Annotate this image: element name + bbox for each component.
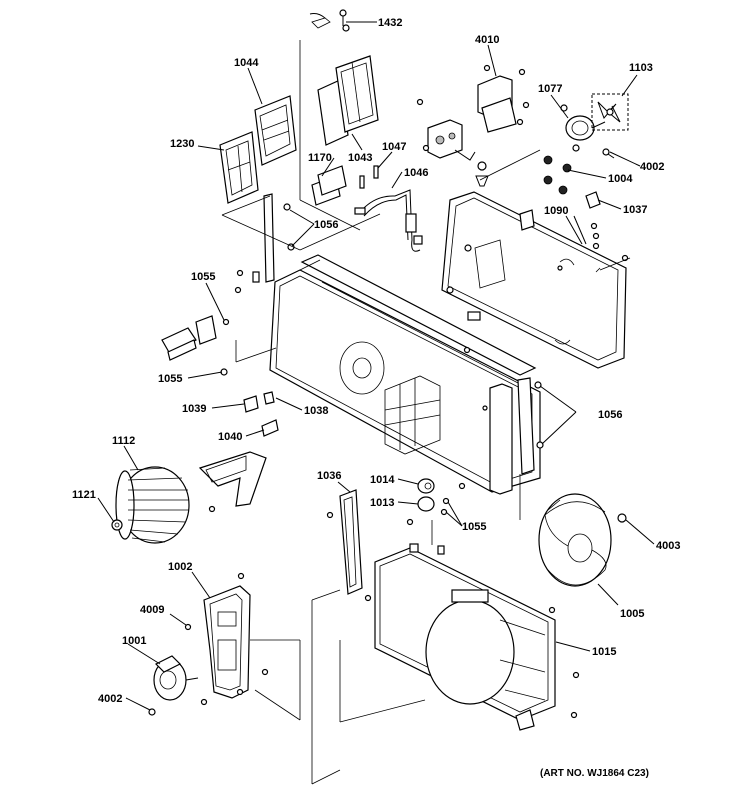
small-parts-1047	[359, 165, 379, 189]
bracket-1055-upper	[161, 269, 260, 361]
callout-1047: 1047	[382, 141, 406, 153]
callout-labels: 1432 4010 1103 1044 1077 1230 1047 1170 …	[72, 17, 680, 779]
callout-1004: 1004	[608, 173, 633, 185]
leader-lines	[97, 21, 655, 785]
callout-4010: 4010	[475, 34, 499, 46]
callout-1001: 1001	[122, 635, 146, 647]
clip-1037	[585, 191, 601, 209]
callout-1046: 1046	[404, 167, 428, 179]
divider-strip-1056	[263, 193, 295, 283]
bushings-1004	[543, 155, 572, 195]
callout-1230: 1230	[170, 138, 194, 150]
condenser-fan-1005	[538, 493, 612, 587]
callout-1056-upper: 1056	[314, 219, 338, 231]
clips-1039-1038	[243, 391, 275, 413]
callout-4002-bottom: 4002	[98, 693, 122, 705]
callout-1103: 1103	[629, 62, 653, 74]
callout-1432: 1432	[378, 17, 402, 29]
side-rail-1056	[517, 377, 544, 475]
air-filter-1043	[317, 55, 379, 146]
callout-1015: 1015	[592, 646, 616, 658]
callout-1044: 1044	[234, 57, 259, 69]
callout-1039: 1039	[182, 403, 206, 415]
callout-1040: 1040	[218, 431, 242, 443]
spacer-1013	[417, 496, 435, 512]
callout-1055-lower: 1055	[462, 521, 486, 533]
capillary-tube-1046	[354, 189, 423, 252]
callout-4003: 4003	[656, 540, 680, 552]
callout-1043: 1043	[348, 152, 372, 164]
fan-nut-4003	[617, 513, 627, 523]
callout-1077: 1077	[538, 83, 562, 95]
screw-4002-bottom	[148, 708, 156, 716]
callout-1090: 1090	[544, 205, 568, 217]
callout-1014: 1014	[370, 474, 395, 486]
shroud-1015	[364, 543, 580, 731]
art-number: (ART NO. WJ1864 C23)	[540, 768, 649, 779]
control-module-4010	[477, 64, 530, 133]
screws-1055-lower	[406, 482, 466, 526]
callout-4002-top: 4002	[640, 161, 664, 173]
top-screw-1432	[309, 9, 350, 32]
callout-1038: 1038	[304, 405, 328, 417]
clip-1040	[261, 419, 279, 437]
callout-1170: 1170	[308, 152, 332, 164]
callout-1002: 1002	[168, 561, 192, 573]
callout-1037: 1037	[623, 204, 647, 216]
callout-1005: 1005	[620, 608, 644, 620]
callout-1013: 1013	[370, 497, 394, 509]
thermostat-assembly	[416, 98, 489, 187]
grille-panel-1044	[254, 95, 297, 166]
screw-4002-top	[602, 148, 615, 159]
fan-blade-1103	[591, 93, 629, 131]
callout-1036: 1036	[317, 470, 341, 482]
callout-1055-left: 1055	[158, 373, 182, 385]
damper-1170	[311, 165, 347, 206]
grommet-1014	[417, 478, 435, 494]
hub-nut-1121	[111, 519, 123, 531]
filter-frame-1230	[219, 131, 259, 204]
back-panel	[441, 191, 627, 369]
callout-4009: 4009	[140, 604, 164, 616]
motor-1077	[560, 104, 606, 152]
motor-mount-1002	[184, 572, 269, 706]
callout-1112: 1112	[112, 435, 135, 447]
orifice-bracket-1036	[326, 489, 363, 595]
main-chassis	[269, 254, 541, 495]
drain-tray	[198, 451, 267, 513]
callout-1056-right: 1056	[598, 409, 622, 421]
bracket-1090	[519, 209, 629, 262]
blower-wheel-1112	[115, 466, 190, 544]
callout-1055-upper: 1055	[191, 271, 215, 283]
fan-motor-1001	[153, 655, 199, 701]
callout-1121: 1121	[72, 489, 96, 501]
